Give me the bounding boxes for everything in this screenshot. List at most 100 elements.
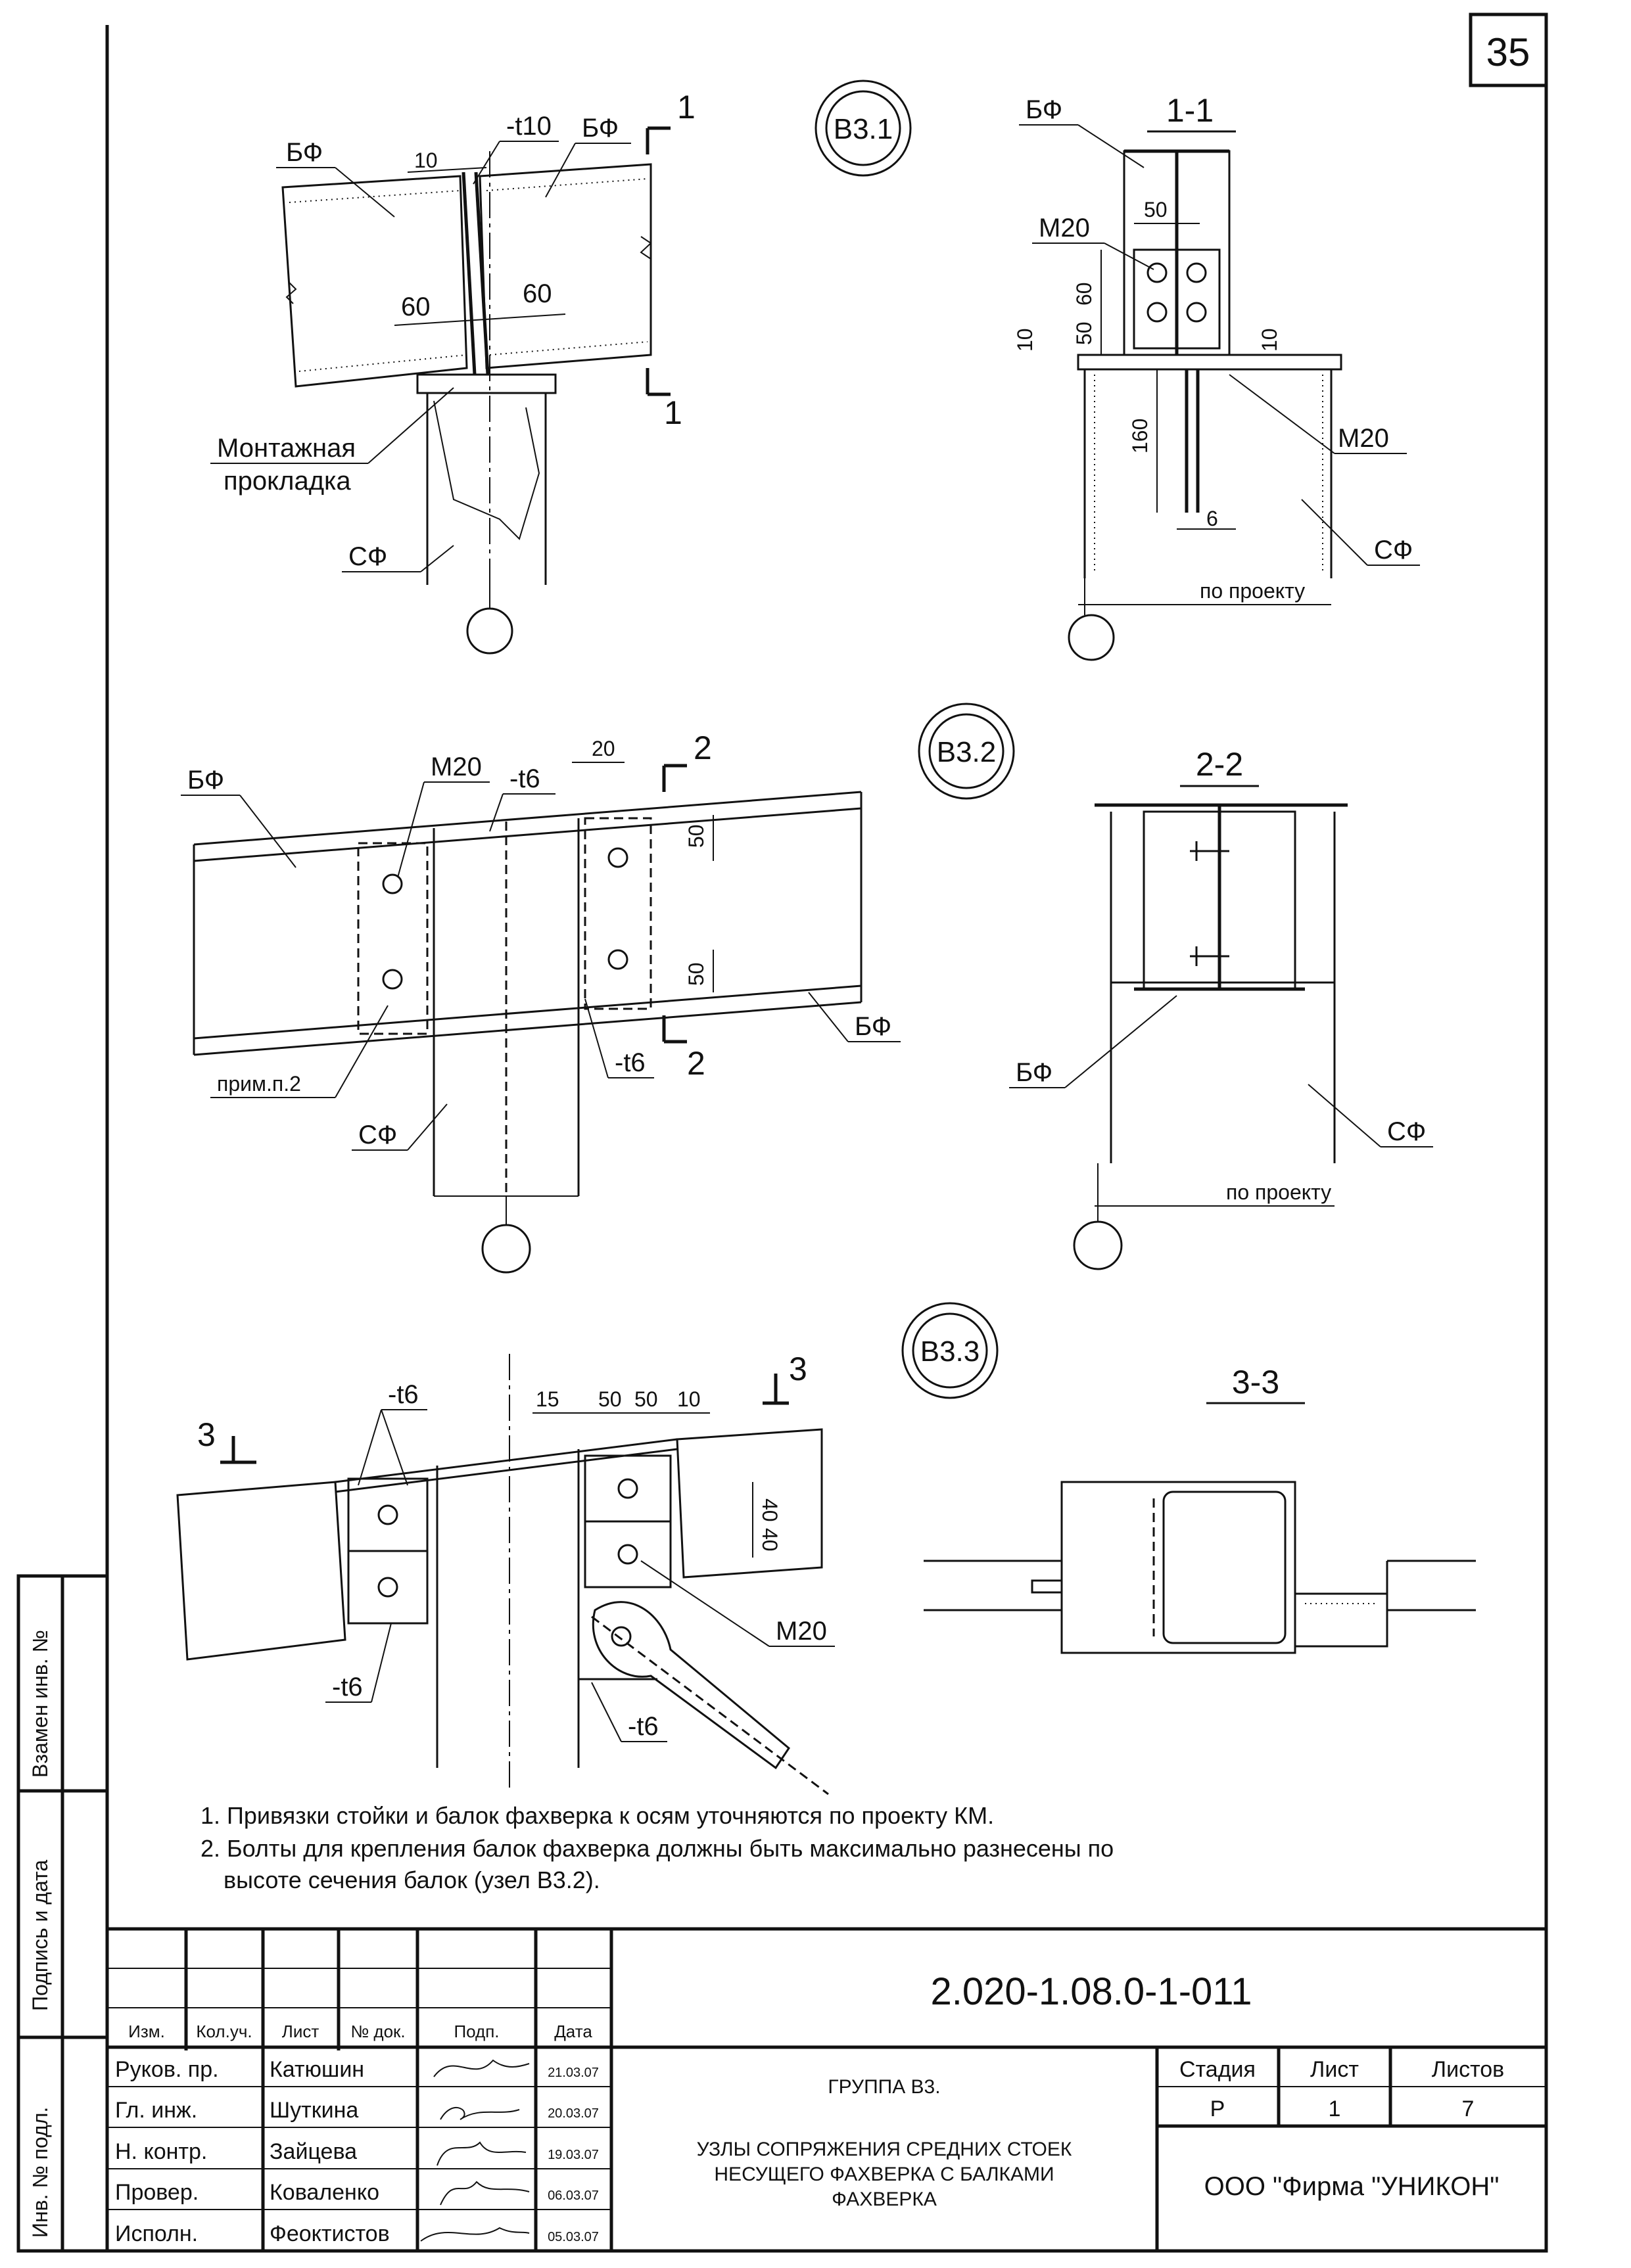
section-2-2-column-label: СФ [1387, 1117, 1426, 1146]
bolt-top-label: M20 [1039, 214, 1090, 243]
v33-dim-15-label: 15 [536, 1387, 559, 1411]
tb-head-list: Лист [282, 2022, 319, 2041]
dim-60-vert-label: 60 [1072, 282, 1096, 306]
node-v33-label: В3.3 [920, 1335, 980, 1368]
side-sign-date: Подпись и дата [28, 1860, 52, 2011]
tb-role: Н. контр. [115, 2139, 207, 2164]
column-label: СФ [348, 542, 387, 571]
side-stamp: Взамен инв. № Подпись и дата Инв. № подл… [16, 1574, 109, 2253]
tb-name: Шуткина [270, 2098, 358, 2123]
section-1-1: 1-1 БФ M20 50 60 50 10 10 [1013, 92, 1420, 661]
section-1-1-beam-label: БФ [1026, 95, 1062, 124]
dim-160-label: 160 [1128, 419, 1152, 453]
sheet-number: 35 [1486, 30, 1530, 74]
v33-dim-40a-label: 40 [758, 1498, 782, 1522]
dim-50-label: 50 [1144, 198, 1168, 221]
beam-right-label: БФ [582, 114, 619, 143]
tb-group: ГРУППА В3. [828, 2076, 940, 2098]
node-v32-elevation: В3.2 2 2 БФ M20 -t6 [181, 703, 1015, 1274]
v32-beam-right-label: БФ [855, 1012, 891, 1041]
tb-title-line-3: ФАХВЕРКА [832, 2188, 937, 2210]
section-2-2: 2-2 БФ СФ по проекту [1009, 746, 1433, 1270]
tb-name: Катюшин [270, 2057, 364, 2082]
signature [440, 2181, 530, 2206]
cut-mark-3-right: 3 [789, 1351, 807, 1387]
v33-bolt-label: M20 [776, 1617, 827, 1646]
cut-mark-3-left: 3 [197, 1416, 216, 1453]
tb-head-izm: Изм. [128, 2022, 165, 2041]
tb-name: Феоктистов [270, 2221, 390, 2246]
section-3-3-label: 3-3 [1232, 1364, 1279, 1400]
doc-number: 2.020-1.08.0-1-011 [930, 1970, 1252, 2013]
sheet-number-box: 35 [1469, 12, 1548, 87]
node-v33-elevation: В3.3 3 3 -t6 [176, 1302, 999, 1795]
v32-plate-bottom-label: -t6 [615, 1048, 646, 1077]
signature [437, 2141, 527, 2166]
signature [420, 2227, 530, 2242]
node-v32-label: В3.2 [937, 736, 997, 768]
v32-dim-50-top-label: 50 [684, 824, 708, 848]
tb-title-line-1: УЗЛЫ СОПРЯЖЕНИЯ СРЕДНИХ СТОЕК [697, 2139, 1072, 2160]
v33-plate-top-left-label: -t6 [388, 1380, 419, 1409]
side-replace-inv: Взамен инв. № [28, 1630, 52, 1778]
tb-head-kol: Кол.уч. [196, 2022, 252, 2041]
note-line-3: высоте сечения балок (узел В3.2). [224, 1866, 600, 1893]
per-project-label-2: по проекту [1226, 1180, 1331, 1204]
v33-dim-50b-label: 50 [634, 1387, 658, 1411]
tb-head-sign: Подп. [454, 2022, 499, 2041]
v32-dim-20-label: 20 [592, 737, 615, 760]
tb-row-5: Исполн. Феоктистов 05.03.07 [115, 2221, 599, 2246]
v33-dim-10-label: 10 [677, 1387, 701, 1411]
tb-stage: Р [1210, 2096, 1225, 2121]
tb-role: Исполн. [115, 2221, 198, 2246]
note-line-2: 2. Болты для крепления балок фахверка до… [201, 1835, 1114, 1862]
tb-company: ООО "Фирма "УНИКОН" [1204, 2172, 1500, 2201]
dim-60-right-label: 60 [523, 279, 552, 308]
v33-dim-40b-label: 40 [758, 1528, 782, 1552]
sheet-frame [105, 25, 1548, 2253]
tb-sheets-head: Листов [1432, 2057, 1504, 2082]
note-ref-label: прим.п.2 [217, 1072, 301, 1096]
v32-plate-top-label: -t6 [509, 764, 540, 793]
title-block: 2.020-1.08.0-1-011 Изм. Кол.уч. Лист № д… [105, 1927, 1548, 2253]
dim-60-left-label: 60 [401, 292, 431, 321]
per-project-label-1: по проекту [1200, 579, 1305, 603]
tb-row-2: Гл. инж. Шуткина 20.03.07 [115, 2098, 599, 2123]
node-v31-label: В3.1 [834, 113, 893, 145]
tb-sheet-head: Лист [1310, 2057, 1359, 2082]
v33-dim-50a-label: 50 [598, 1387, 622, 1411]
tb-head-doc: № док. [350, 2022, 405, 2041]
section-2-2-label: 2-2 [1196, 746, 1243, 783]
tb-role: Провер. [115, 2180, 199, 2205]
tb-date: 20.03.07 [548, 2106, 599, 2121]
dim-50b-vert-label: 50 [1072, 321, 1096, 345]
signature [433, 2059, 530, 2077]
gasket-label-line2: прокладка [224, 467, 351, 496]
dim-10-left-label: 10 [1013, 328, 1037, 352]
dim-10-label: 10 [414, 149, 438, 172]
tb-role: Гл. инж. [115, 2098, 197, 2123]
note-line-1: 1. Привязки стойки и балок фахверка к ос… [201, 1802, 994, 1829]
tb-row-1: Руков. пр. Катюшин 21.03.07 [115, 2057, 599, 2082]
tb-name: Зайцева [270, 2139, 357, 2164]
v32-bolt-label: M20 [431, 752, 482, 781]
v32-dim-50-bottom-label: 50 [684, 962, 708, 986]
tb-row-4: Провер. Коваленко 06.03.07 [115, 2180, 599, 2206]
plate-t10-label: -t10 [506, 112, 552, 141]
section-1-1-column-label: СФ [1374, 536, 1413, 565]
tb-title-line-2: НЕСУЩЕГО ФАХВЕРКА С БАЛКАМИ [714, 2164, 1054, 2185]
v32-column-label: СФ [358, 1121, 397, 1149]
tb-stage-head: Стадия [1179, 2057, 1256, 2082]
tb-date: 06.03.07 [548, 2188, 599, 2203]
cut-mark-2-bottom: 2 [687, 1045, 705, 1082]
cut-mark-2-top: 2 [694, 729, 712, 766]
section-3-3: 3-3 [924, 1364, 1476, 1654]
section-1-1-label: 1-1 [1166, 92, 1214, 129]
node-v31-elevation: В3.1 1 1 БФ БФ -t10 [210, 80, 912, 655]
gasket-label-line1: Монтажная [217, 434, 356, 463]
v32-beam-left-label: БФ [187, 766, 224, 795]
bolt-bottom-label: M20 [1338, 424, 1389, 453]
tb-role: Руков. пр. [115, 2057, 219, 2082]
cut-mark-1-top: 1 [677, 89, 696, 126]
tb-sheets: 7 [1462, 2096, 1475, 2121]
